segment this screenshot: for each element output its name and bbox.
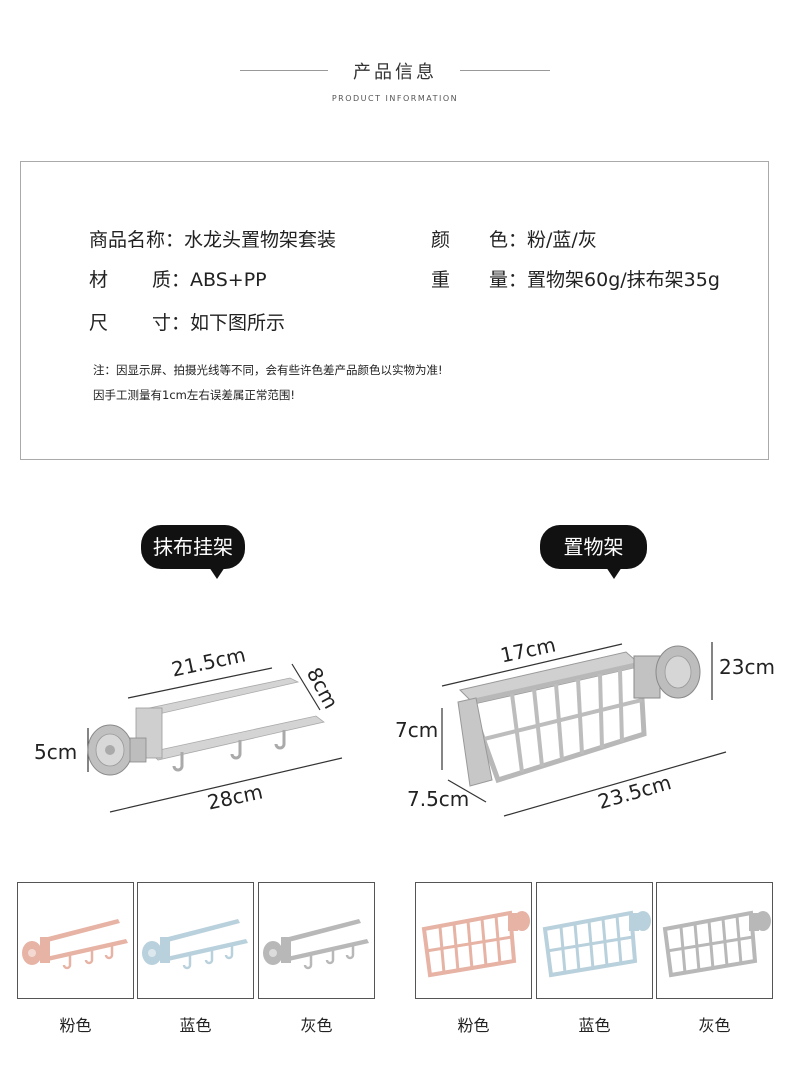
spec-material: 材 质：ABS+PP [89, 265, 267, 292]
spec-color-value: 粉/蓝/灰 [527, 229, 597, 251]
spec-material-value: ABS+PP [190, 269, 267, 291]
storage-rack-variant-gray[interactable] [656, 882, 773, 999]
spec-size-label-a: 尺 [89, 312, 109, 334]
towel-rack-illustration [87, 663, 343, 813]
towel-rack-dim-height: 5cm [34, 740, 78, 764]
note-color-difference: 注：因显示屏、拍摄光线等不同，会有些许色差产品颜色以实物为准! [93, 363, 443, 377]
variant-caption-gray-storage: 灰色 [698, 1016, 731, 1035]
variant-caption-gray-towel: 灰色 [300, 1016, 333, 1035]
towel-rack-variant-pink[interactable] [17, 882, 134, 999]
spec-name: 商品名称：水龙头置物架套装 [89, 225, 336, 252]
spec-material-label-a: 材 [89, 269, 109, 291]
spec-color-label-b: 色： [489, 229, 528, 251]
storage-rack-label: 置物架 [540, 525, 647, 579]
variant-caption-blue-towel: 蓝色 [179, 1016, 212, 1035]
header-line-left [240, 70, 328, 71]
spec-name-label: 商品名称： [89, 229, 185, 251]
note-measurement-error: 因手工测量有1cm左右误差属正常范围! [93, 388, 295, 402]
header-line-right [460, 70, 550, 71]
variant-caption-pink-storage: 粉色 [457, 1016, 490, 1035]
spec-material-label-b: 质： [152, 269, 191, 291]
storage-rack-variant-blue[interactable] [536, 882, 653, 999]
towel-rack-label: 抹布挂架 [141, 525, 245, 579]
storage-rack-dim-height-left: 7cm [395, 718, 439, 742]
spec-size-value: 如下图所示 [190, 312, 286, 334]
spec-color: 颜 色：粉/蓝/灰 [431, 225, 597, 252]
towel-rack-variant-blue[interactable] [137, 882, 254, 999]
section-title: 产品信息 [353, 62, 437, 83]
variant-caption-pink-towel: 粉色 [59, 1016, 92, 1035]
spec-weight-label-b: 量： [489, 269, 528, 291]
spec-weight-label-a: 重 [431, 269, 451, 291]
spec-size-label-b: 寸： [152, 312, 191, 334]
product-info-box [20, 161, 769, 460]
storage-rack-illustration [441, 642, 727, 817]
section-subtitle: PRODUCT INFORMATION [331, 94, 459, 103]
spec-color-label-a: 颜 [431, 229, 451, 251]
variant-caption-blue-storage: 蓝色 [578, 1016, 611, 1035]
towel-rack-variant-gray[interactable] [258, 882, 375, 999]
spec-name-value: 水龙头置物架套装 [184, 229, 337, 251]
spec-weight: 重 量：置物架60g/抹布架35g [431, 265, 720, 292]
spec-weight-value: 置物架60g/抹布架35g [527, 269, 720, 291]
storage-rack-variant-pink[interactable] [415, 882, 532, 999]
storage-rack-dim-height-right: 23cm [719, 655, 775, 679]
storage-rack-dim-depth: 7.5cm [407, 787, 470, 811]
spec-size: 尺 寸：如下图所示 [89, 308, 285, 335]
